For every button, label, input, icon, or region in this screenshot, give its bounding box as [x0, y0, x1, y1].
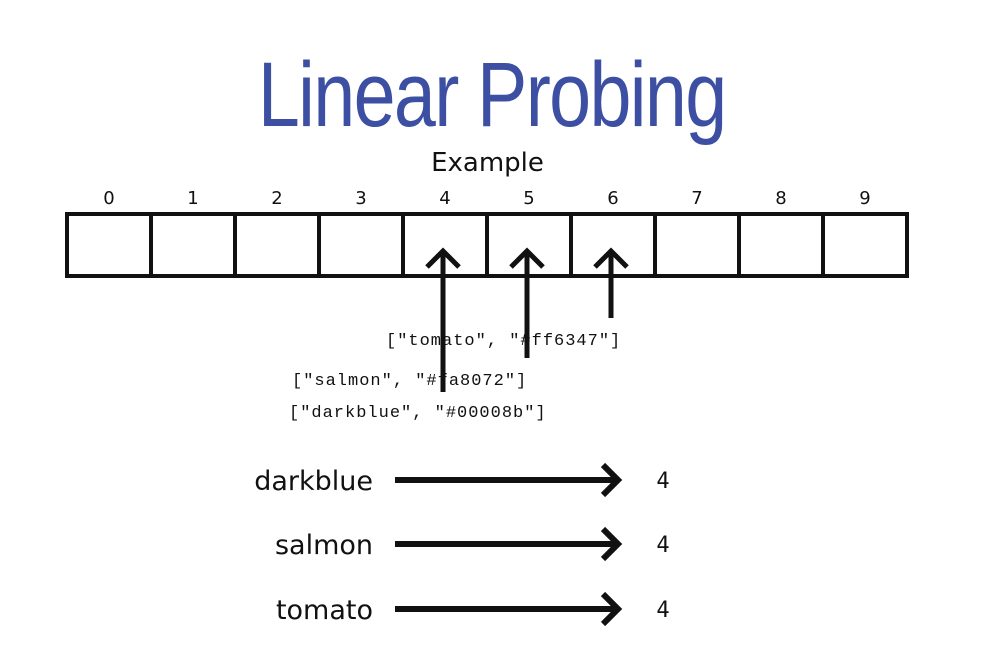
hash-row: darkblue 4	[254, 462, 670, 498]
entry-arrow	[509, 247, 545, 358]
entry-arrow	[425, 247, 461, 392]
hash-value: 4	[656, 469, 669, 494]
hash-table-array: 0 1 2 3 4 5 6 7 8 9	[65, 188, 909, 278]
hash-mapping-list: darkblue 4 salmon 4 tomato 4	[254, 462, 670, 627]
array-index-label: 4	[439, 188, 450, 209]
inserted-entries: ["darkblue", "#00008b"] ["salmon", "#fa80…	[289, 247, 629, 423]
hash-value: 4	[656, 598, 669, 623]
array-index-label: 7	[691, 188, 702, 209]
hash-value: 4	[656, 533, 669, 558]
hash-key: tomato	[276, 595, 373, 626]
hash-key: salmon	[275, 530, 373, 561]
array-index-label: 3	[355, 188, 366, 209]
page-title: Linear Probing	[257, 44, 727, 146]
page-subtitle: Example	[431, 148, 544, 178]
array-index-label: 9	[859, 188, 870, 209]
entry-arrow-head	[593, 247, 629, 269]
array-index-label: 1	[187, 188, 198, 209]
entry-label: ["darkblue", "#00008b"]	[289, 404, 547, 423]
hash-arrow-head	[600, 526, 623, 562]
array-index-label: 2	[271, 188, 282, 209]
entry-label: ["tomato", "#ff6347"]	[386, 332, 621, 351]
entry-label: ["salmon", "#fa8072"]	[292, 372, 527, 391]
hash-row: tomato 4	[276, 591, 670, 627]
entry-arrow-head	[509, 247, 545, 269]
array-index-label: 0	[103, 188, 114, 209]
hash-key: darkblue	[254, 466, 373, 497]
array-index-label: 8	[775, 188, 786, 209]
array-index-label: 6	[607, 188, 618, 209]
hash-row: salmon 4	[275, 526, 670, 562]
entry-arrow	[593, 247, 629, 318]
entry-arrow-head	[425, 247, 461, 269]
array-index-label: 5	[523, 188, 534, 209]
hash-arrow-head	[600, 462, 623, 498]
hash-arrow-head	[600, 591, 623, 627]
